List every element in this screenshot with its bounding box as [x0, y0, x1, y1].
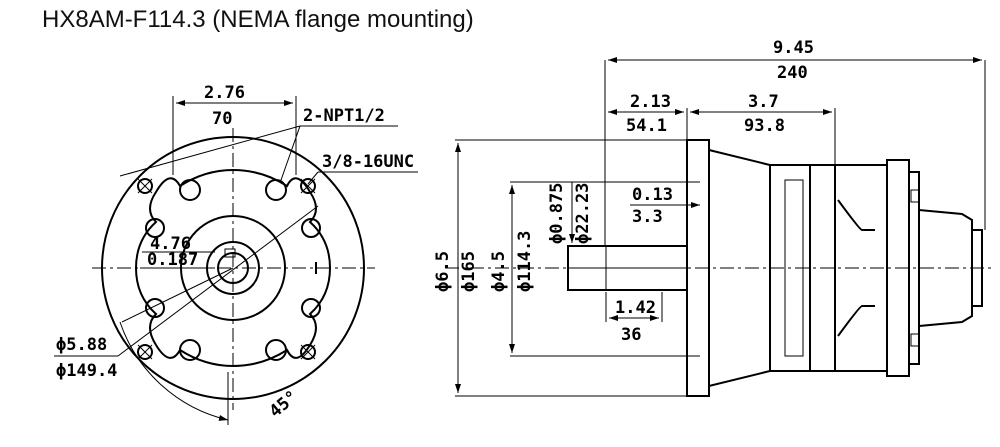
- pilot-depth-mm: 3.3: [632, 207, 663, 227]
- body-dia-mm: ϕ165: [459, 251, 479, 292]
- shaft-length-in: 2.13: [630, 92, 671, 112]
- overall-length-in: 9.45: [773, 38, 814, 58]
- pilot-dia-in: ϕ4.5: [489, 251, 509, 292]
- side-view: 9.45 240 2.13 54.1 3.7 93.8 0.13 3.3 1.4…: [433, 38, 995, 397]
- page-title: HX8AM-F114.3 (NEMA flange mounting): [42, 6, 474, 33]
- key-dim-in: 4.76: [150, 234, 191, 254]
- pilot-dia-mm: ϕ114.3: [515, 231, 535, 292]
- shaft-inner: [217, 252, 249, 284]
- body-length-in: 3.7: [748, 92, 779, 112]
- shaft-dia-mm: ϕ22.23: [573, 183, 593, 244]
- front-width-in: 2.76: [204, 83, 245, 103]
- overall-length-mm: 240: [777, 63, 808, 83]
- shaft-dia-in: ϕ0.875: [547, 183, 567, 244]
- angle-label: 45°: [266, 387, 302, 422]
- key-length-mm: 36: [621, 325, 641, 345]
- front-width-mm: 70: [212, 109, 232, 129]
- key-dim-mm: 0.187: [147, 250, 198, 270]
- port-label: 2-NPT1/2: [303, 106, 385, 126]
- flange-dia-mm: ϕ149.4: [56, 361, 117, 381]
- tapped-holes: [137, 178, 316, 360]
- body-dia-in: ϕ6.5: [433, 251, 453, 292]
- front-view: 2.76 70 2-NPT1/2 3/8-16UNC 4.76 0.187 ϕ5…: [54, 83, 418, 425]
- body-length-mm: 93.8: [744, 116, 785, 136]
- pilot-depth-in: 0.13: [632, 185, 673, 205]
- shaft-length-mm: 54.1: [626, 116, 667, 136]
- thread-label: 3/8-16UNC: [322, 152, 414, 172]
- flange-bolt-holes: [145, 179, 321, 361]
- flange-dia-in: ϕ5.88: [56, 335, 107, 355]
- key-length-in: 1.42: [615, 298, 656, 318]
